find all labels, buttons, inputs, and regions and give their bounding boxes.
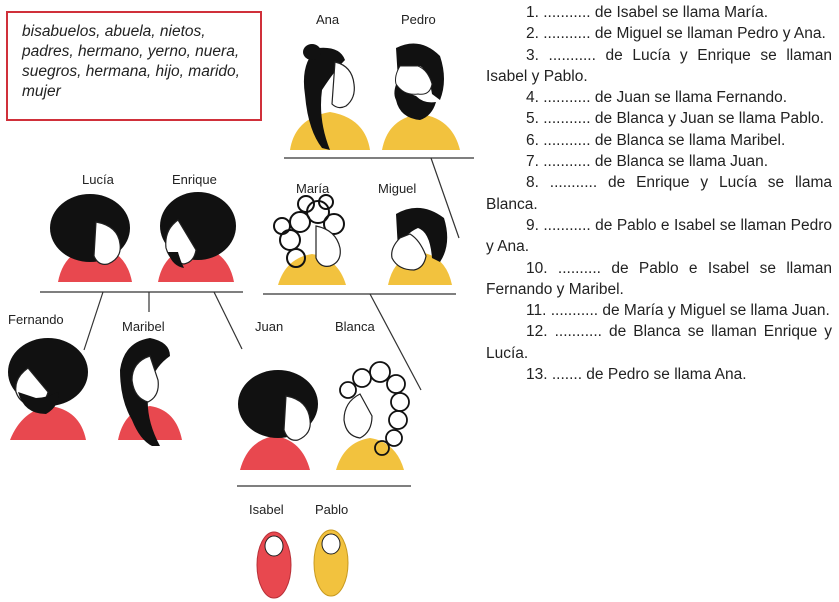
fernando-portrait <box>8 338 88 440</box>
exercise-item: 11. ........... de María y Miguel se lla… <box>526 302 830 320</box>
vocabulary-words: bisabuelos, abuela, nietos, padres, herm… <box>22 23 240 100</box>
name-label-pablo: Pablo <box>315 502 349 517</box>
exercise-item: 4. ........... de Juan se llama Fernando… <box>526 89 788 107</box>
name-label-maria: María <box>296 181 330 196</box>
isabel-portrait <box>256 531 292 599</box>
exercise-item: 12. ........... de Blanca se llaman Enri… <box>486 323 832 362</box>
exercise-item: 13. ....... de Pedro se llama Ana. <box>526 366 747 384</box>
maribel-portrait <box>118 338 182 446</box>
family-tree-lines <box>40 157 474 487</box>
name-label-ana: Ana <box>316 12 340 27</box>
exercise-item: 5. ........... de Blanca y Juan se llama… <box>526 110 825 128</box>
lucia-portrait <box>50 194 132 282</box>
name-label-fernando: Fernando <box>8 312 64 327</box>
name-label-isabel: Isabel <box>249 502 284 517</box>
pablo-portrait <box>313 529 349 597</box>
miguel-portrait <box>388 207 452 285</box>
blanca-portrait <box>336 361 410 470</box>
vocabulary-word-box: bisabuelos, abuela, nietos, padres, herm… <box>6 11 262 121</box>
exercise-item: 6. ........... de Blanca se llama Maribe… <box>526 131 786 149</box>
name-label-juan: Juan <box>255 319 284 334</box>
exercise-item: 2. ........... de Miguel se llaman Pedro… <box>526 25 826 43</box>
enrique-portrait <box>158 192 236 282</box>
exercise-item: 10. .......... de Pablo e Isabel se llam… <box>486 259 832 298</box>
family-tree-illustration <box>8 43 474 599</box>
name-label-blanca: Blanca <box>335 319 375 334</box>
line-to-fernando <box>83 291 104 351</box>
ana-portrait <box>290 44 370 150</box>
exercise-item: 9. ........... de Pablo e Isabel se llam… <box>486 216 832 256</box>
pedro-portrait <box>382 43 460 150</box>
juan-portrait <box>238 370 318 470</box>
name-label-pedro: Pedro <box>401 12 436 27</box>
name-label-lucia: Lucía <box>82 172 114 187</box>
line-to-blanca <box>369 293 422 391</box>
exercise-item: 1. ........... de Isabel se llama María. <box>526 4 769 21</box>
name-label-maribel: Maribel <box>122 319 165 334</box>
name-label-miguel: Miguel <box>378 181 417 196</box>
exercise-item: 3. ........... de Lucía y Enrique se lla… <box>486 46 832 85</box>
exercise-item: 7. ........... de Blanca se llama Juan. <box>526 153 769 171</box>
line-to-miguel <box>430 157 460 239</box>
name-label-enrique: Enrique <box>172 172 217 187</box>
line-to-juan <box>213 291 243 350</box>
exercise-list: 1. ........... de Isabel se llama María.… <box>486 2 832 385</box>
exercise-item: 8. ........... de Enrique y Lucía se lla… <box>486 174 832 213</box>
maria-portrait <box>273 194 346 285</box>
